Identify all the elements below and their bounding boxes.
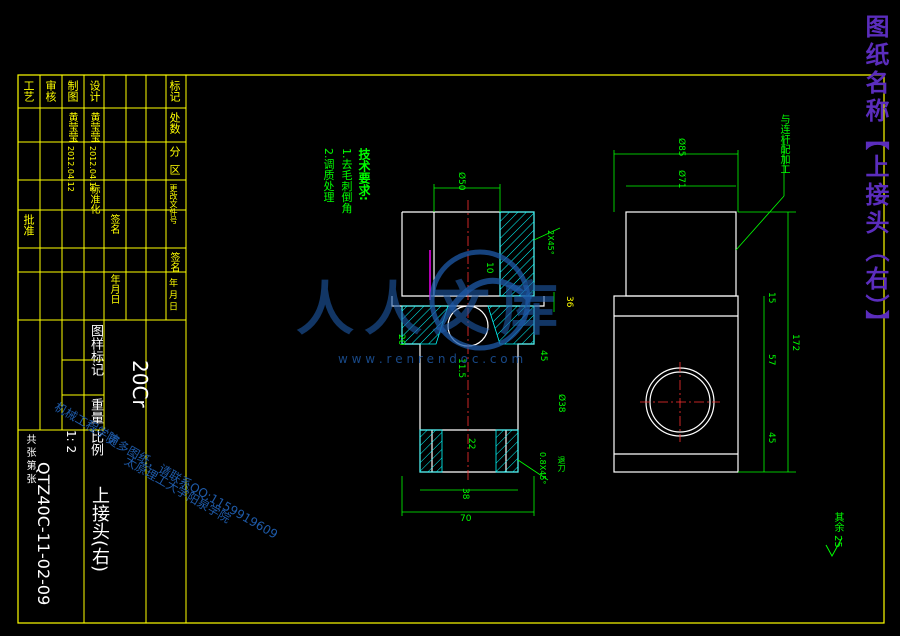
part-name: 上接头(右)	[89, 486, 110, 573]
stage-label: 图样标记	[88, 324, 103, 376]
dim-d57: 57	[766, 354, 776, 366]
roughness-note: 其余 25	[832, 512, 843, 548]
tech-req-item-1: 1.去毛刺倒角	[340, 148, 353, 214]
headers-label-part: 分	[168, 146, 181, 157]
signature-label: 签名	[108, 214, 119, 234]
dim-d10: 10	[484, 262, 494, 274]
design-date: 2012.04.12	[88, 146, 97, 192]
headers-label-sign: 签名	[168, 252, 179, 272]
date-label: 年月日	[108, 274, 119, 304]
headers-label-mark: 标记	[168, 80, 181, 102]
title-block-grid	[17, 74, 187, 624]
dim-undercut: 退刀	[557, 456, 566, 472]
tech-req-heading: 技术要求:	[357, 148, 371, 201]
dim-d70: 70	[460, 514, 472, 524]
drawer-name: 黄莹莹	[66, 112, 77, 142]
scale-label: 比例	[88, 430, 103, 456]
roughness-symbol	[825, 537, 843, 558]
drawing-frame	[17, 74, 885, 624]
sheet-label: 共 张 第 张	[24, 434, 35, 484]
dim-d22: 22	[466, 438, 476, 450]
material-text: 20Cr	[128, 360, 152, 408]
headers-label-count: 处数	[168, 112, 181, 134]
side-center-lines	[640, 362, 720, 442]
drawing-title: 图纸名称【上接头（右）】	[861, 14, 889, 338]
process-label: 工艺	[22, 80, 35, 102]
tech-req-item-2: 2.调质处理	[322, 148, 335, 203]
std-label: 标准化	[88, 184, 99, 214]
watermark-logo	[429, 249, 533, 351]
dim-chamfer-2x45: 2X45°	[546, 230, 555, 255]
drawing-number: QTZ40C-11-02-09	[34, 462, 53, 606]
drawer-label: 制图	[66, 80, 79, 102]
headers-label-zone: 区	[168, 164, 181, 175]
headers-label-date: 年 月 日	[167, 278, 177, 311]
watermark-url: w w w . r e n r e n d o c . c o m	[338, 352, 524, 366]
watermark-brand: 人人文库	[296, 275, 569, 343]
weld-note: 与连杆配加工	[778, 114, 789, 174]
designer-name: 黄莹莹	[88, 112, 99, 142]
designer-label: 设计	[88, 80, 101, 102]
dim-chamfer-0-8x45: 0.8X45°	[538, 452, 547, 485]
dim-d45-top: 45	[538, 350, 548, 362]
dim-d85: Ø85	[676, 138, 686, 157]
dim-d172: 172	[790, 334, 800, 352]
dim-d38-b: 38	[460, 488, 470, 500]
headers-label-change-doc: 更改文件号	[169, 184, 178, 224]
review-label: 审核	[44, 80, 57, 102]
dim-d71: Ø71	[676, 170, 686, 189]
side-view	[613, 211, 739, 473]
dim-d50: Ø50	[456, 172, 466, 191]
weight-label: 重量	[88, 398, 103, 424]
dim-d38: Ø38	[556, 394, 566, 413]
side-dimension-lines	[613, 140, 796, 473]
scale-value: 1: 2	[64, 430, 78, 454]
draw-date: 2012.04.12	[66, 146, 75, 192]
front-dimension-lines	[401, 184, 561, 516]
dim-d15: 15	[766, 292, 776, 304]
dim-d45: 45	[766, 432, 776, 444]
dim-d36: 36	[564, 296, 574, 308]
dim-d20: 20	[396, 334, 406, 346]
dim-d11-5: 11.5	[456, 358, 466, 379]
approve-label: 批准	[22, 214, 35, 236]
